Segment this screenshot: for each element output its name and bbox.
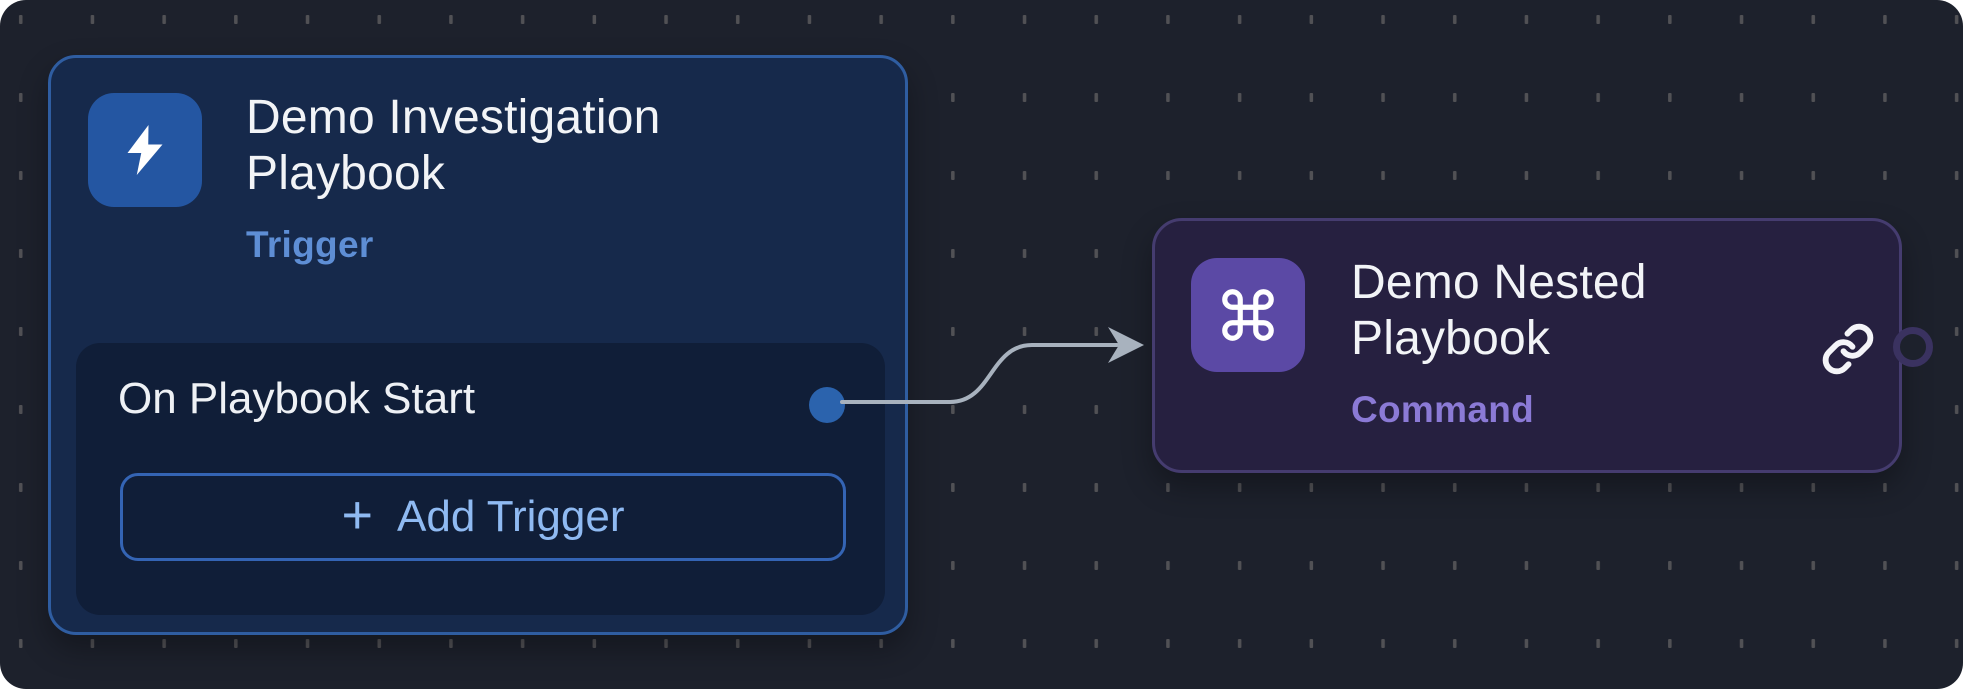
trigger-item-label: On Playbook Start: [118, 374, 476, 423]
add-trigger-label: Add Trigger: [397, 492, 625, 541]
link-icon[interactable]: [1820, 321, 1876, 377]
command-node-type-label: Command: [1351, 389, 1534, 430]
plus-icon: +: [341, 484, 374, 545]
command-icon: [1191, 258, 1305, 372]
command-output-port[interactable]: [1893, 327, 1933, 367]
node-demo-investigation-playbook[interactable]: Demo Investigation Playbook Trigger On P…: [48, 55, 908, 635]
lightning-bolt-icon: [88, 93, 202, 207]
trigger-output-port[interactable]: [809, 387, 845, 423]
trigger-node-title: Demo Investigation Playbook: [246, 91, 661, 200]
trigger-list-panel: On Playbook Start + Add Trigger: [76, 343, 885, 615]
trigger-node-type-label: Trigger: [246, 224, 374, 265]
add-trigger-button[interactable]: + Add Trigger: [120, 473, 846, 561]
node-demo-nested-playbook[interactable]: Demo Nested Playbook Command: [1152, 218, 1902, 473]
command-node-title: Demo Nested Playbook: [1351, 256, 1647, 365]
